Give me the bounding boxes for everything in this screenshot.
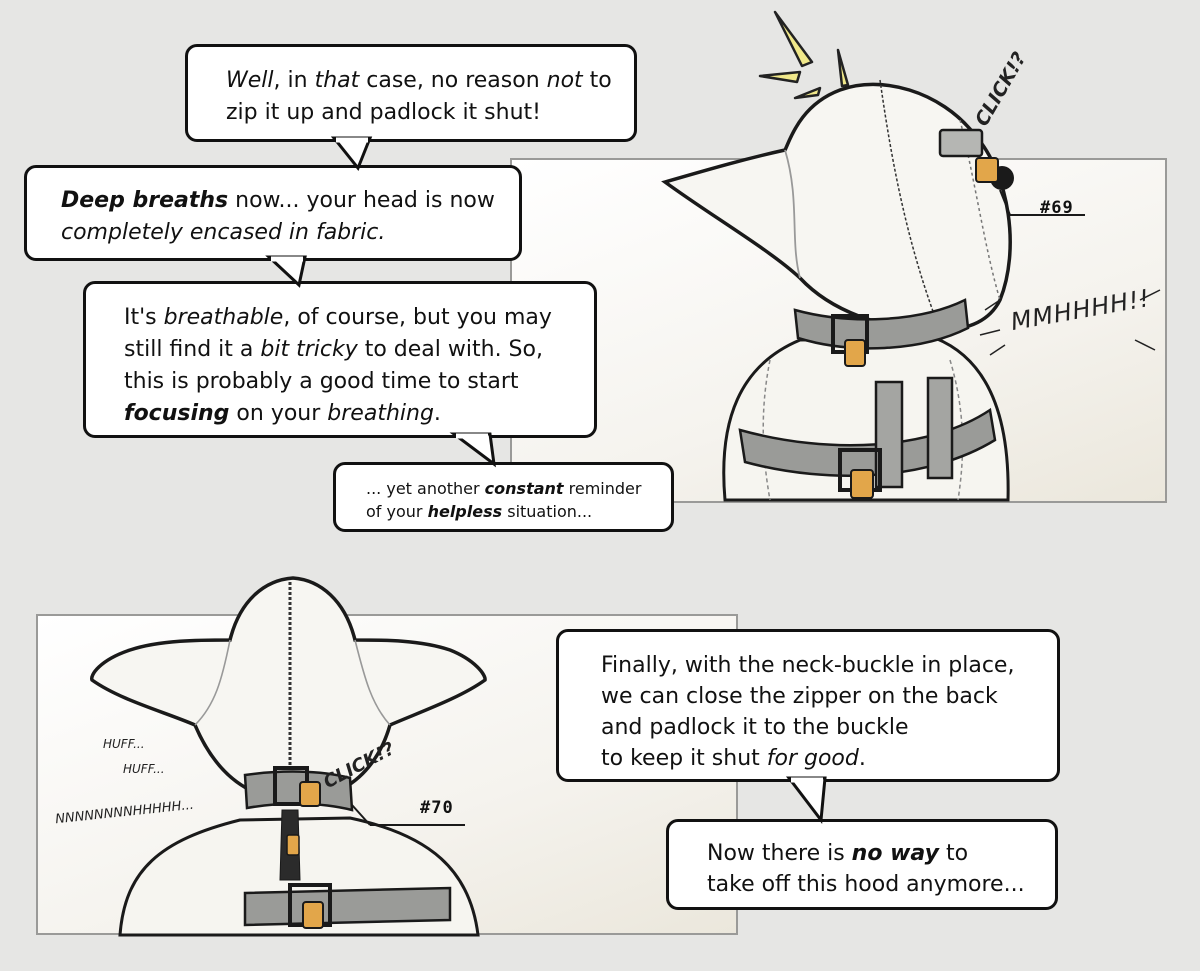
speech-bubble-constant-reminder: ... yet another constant reminder of you…: [333, 462, 674, 532]
b3-text: It's: [124, 305, 164, 330]
speech-tail: [330, 136, 373, 171]
b5-text: and padlock it to the buckle: [601, 715, 909, 740]
speech-tail: [785, 776, 827, 824]
b1-text: Well: [226, 68, 274, 93]
b4-text: of your: [366, 502, 428, 521]
b3-text: focusing: [124, 401, 230, 426]
b3-text: on your: [229, 401, 328, 426]
b3-text: , of course, but you may: [283, 305, 552, 330]
b6-text: Now there is: [707, 841, 852, 866]
b5-text: .: [858, 746, 866, 771]
b1-text: case, no reason: [359, 68, 547, 93]
b1-text: , in: [273, 68, 315, 93]
b1-text: that: [314, 68, 360, 93]
speech-bubble-neck-buckle: Finally, with the neck-buckle in place, …: [556, 629, 1060, 782]
b1-text: zip it up and padlock it shut!: [226, 100, 541, 125]
speech-bubble-breathable: It's breathable, of course, but you may …: [83, 281, 597, 438]
b3-text: still find it a: [124, 337, 261, 362]
speech-bubble-deep-breaths: Deep breaths now... your head is now com…: [24, 165, 522, 261]
speech-bubble-no-way: Now there is no way to take off this hoo…: [666, 819, 1058, 910]
b1-text: to: [582, 68, 612, 93]
sfx-huff: HUFF...: [123, 762, 165, 776]
b3-text: breathable: [163, 305, 284, 330]
b3-text: to deal with. So,: [357, 337, 543, 362]
speech-tail: [449, 432, 496, 468]
b4-text: ... yet another: [366, 479, 485, 498]
b4-text: reminder: [563, 479, 642, 498]
b5-text: we can close the zipper on the back: [601, 684, 998, 709]
speech-tail: [265, 255, 307, 288]
b4-text: situation...: [502, 502, 593, 521]
panel-number-label: #69: [1040, 198, 1074, 218]
b5-text: Finally, with the neck-buckle in place,: [601, 653, 1015, 678]
b6-text: to: [938, 841, 969, 866]
b2-text: Deep breaths: [61, 188, 229, 213]
sfx-huff: HUFF...: [103, 737, 145, 751]
b1-text: not: [546, 68, 583, 93]
b4-text: constant: [484, 479, 564, 498]
b6-text: no way: [851, 841, 939, 866]
b2-text: now... your head is now: [228, 188, 495, 213]
b5-text: to keep it shut: [601, 746, 767, 771]
b4-text: helpless: [427, 502, 503, 521]
b3-text: this is probably a good time to start: [124, 369, 519, 394]
b3-text: bit tricky: [260, 337, 358, 362]
b3-text: .: [433, 401, 441, 426]
b6-text: take off this hood anymore...: [707, 872, 1025, 897]
b2-text: completely encased in fabric.: [61, 220, 386, 245]
b3-text: breathing: [327, 401, 434, 426]
panel-number-label: #70: [420, 798, 454, 818]
b5-text: for good: [766, 746, 859, 771]
speech-bubble-zip-up: Well, in that case, no reason not to zip…: [185, 44, 637, 142]
